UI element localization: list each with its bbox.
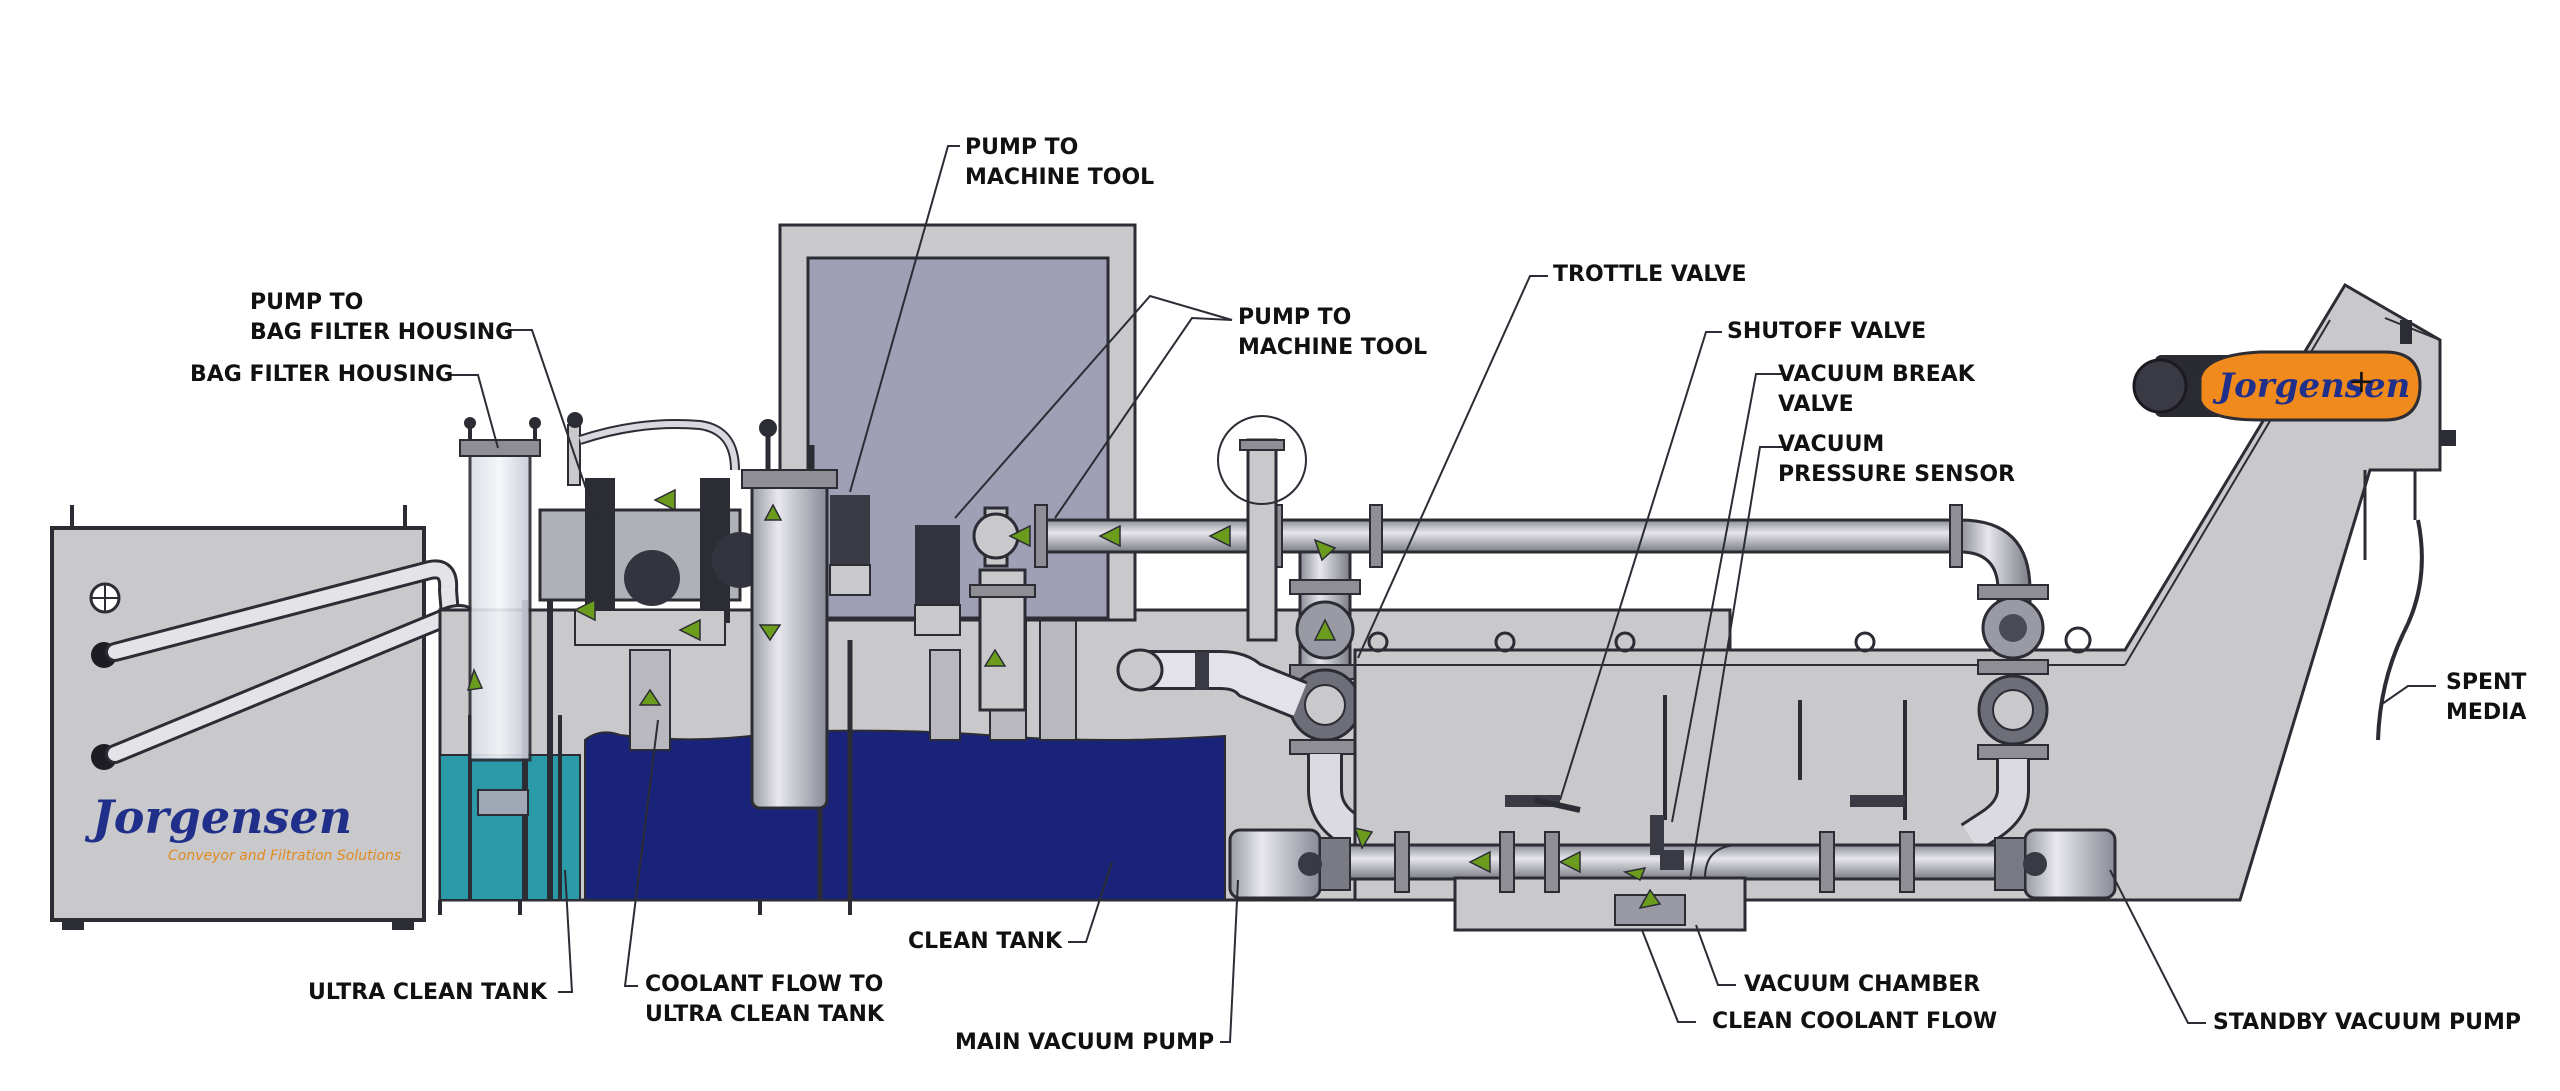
label-vacuum-pressure-sensor: VACUUM PRESSURE SENSOR xyxy=(1778,432,2016,487)
label-shutoff-valve: SHUTOFF VALVE xyxy=(1727,319,1927,344)
conveyor-drive xyxy=(2132,350,2422,422)
main-vacuum-pump xyxy=(1228,828,1351,900)
valve-stack-standby xyxy=(1960,584,2049,853)
leader-lines xyxy=(450,145,2436,1043)
bag-filter-housing xyxy=(459,417,541,816)
label-pump-to-machine-tool-1: PUMP TO MACHINE TOOL xyxy=(965,135,1155,190)
brand-logo-cabinet: Jorgensen xyxy=(92,790,353,844)
label-spent-media: SPENT MEDIA xyxy=(2446,670,2527,725)
label-ultra-clean-tank: ULTRA CLEAN TANK xyxy=(308,980,547,1005)
vent-riser xyxy=(1217,415,1307,642)
label-clean-tank: CLEAN TANK xyxy=(908,929,1063,954)
standby-vacuum-pump xyxy=(1994,828,2117,900)
inlet-elbow xyxy=(1116,648,1308,719)
label-main-vacuum-pump: MAIN VACUUM PUMP xyxy=(955,1030,1215,1055)
brand-tagline: Conveyor and Filtration Solutions xyxy=(168,848,402,864)
spent-media-stream xyxy=(2376,519,2424,741)
chiller-cabinet xyxy=(50,505,426,930)
label-vacuum-chamber: VACUUM CHAMBER xyxy=(1744,972,1981,997)
vacuum-line xyxy=(1343,795,2047,932)
brand-plus-mark: + xyxy=(2348,362,2375,400)
label-pump-to-bag-filter-housing: PUMP TO BAG FILTER HOUSING xyxy=(250,290,514,345)
cylindrical-filter xyxy=(741,419,871,810)
label-pump-to-machine-tool-2: PUMP TO MACHINE TOOL xyxy=(1238,305,1428,360)
flow-arrows xyxy=(466,488,1662,910)
center-pump xyxy=(914,525,1036,712)
label-clean-coolant-flow: CLEAN COOLANT FLOW xyxy=(1712,1009,1998,1034)
return-pipe xyxy=(972,504,2032,622)
label-coolant-flow: COOLANT FLOW TO ULTRA CLEAN TANK xyxy=(645,972,884,1027)
brand-logo-drive: Jorgensen xyxy=(2218,366,2411,406)
label-bag-filter-housing: BAG FILTER HOUSING xyxy=(190,362,454,387)
valve-stack-main xyxy=(1288,550,1375,855)
label-standby-vacuum-pump: STANDBY VACUUM PUMP xyxy=(2213,1010,2521,1035)
label-vacuum-break-valve: VACUUM BREAK VALVE xyxy=(1778,362,1975,417)
label-trottle-valve: TROTTLE VALVE xyxy=(1553,262,1747,287)
